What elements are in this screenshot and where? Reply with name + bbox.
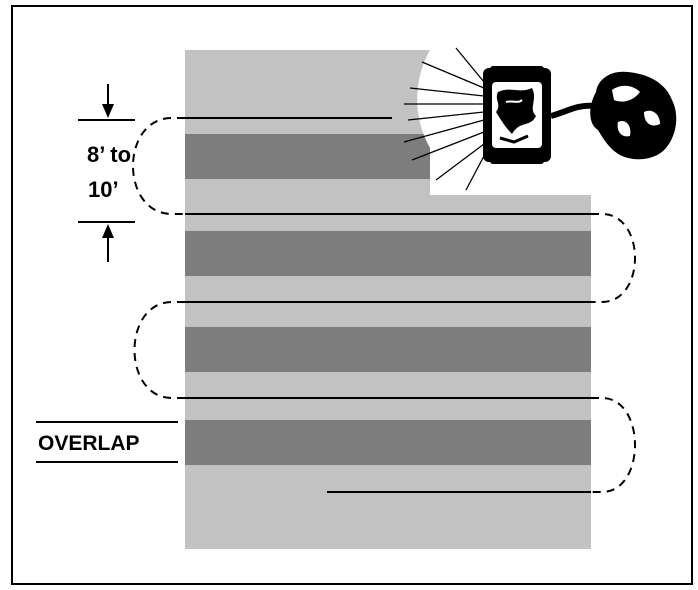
overlap-band	[185, 134, 430, 179]
spacing-dimension	[78, 84, 135, 262]
spacing-label-line1: 8’ to	[87, 142, 131, 167]
overlap-band	[185, 231, 591, 276]
diagram-frame	[11, 5, 693, 585]
turnarounds	[132, 117, 636, 493]
spotlight-icon	[483, 66, 551, 164]
spreading-path	[185, 117, 591, 493]
overlap-label: OVERLAP	[38, 432, 140, 455]
overlap-band	[185, 420, 591, 465]
light-beam	[417, 50, 486, 194]
turnaround-left	[132, 117, 185, 215]
turnaround-right	[591, 397, 636, 493]
overlap-band	[185, 327, 591, 372]
spacing-label-line2: 10’	[88, 177, 119, 202]
turnaround-right	[591, 213, 636, 303]
spreader-arm	[550, 102, 595, 119]
light-rays	[403, 47, 485, 191]
overlap-bands	[185, 134, 591, 465]
turnaround-left	[133, 301, 185, 399]
handheld-spreader-icon	[590, 71, 677, 160]
